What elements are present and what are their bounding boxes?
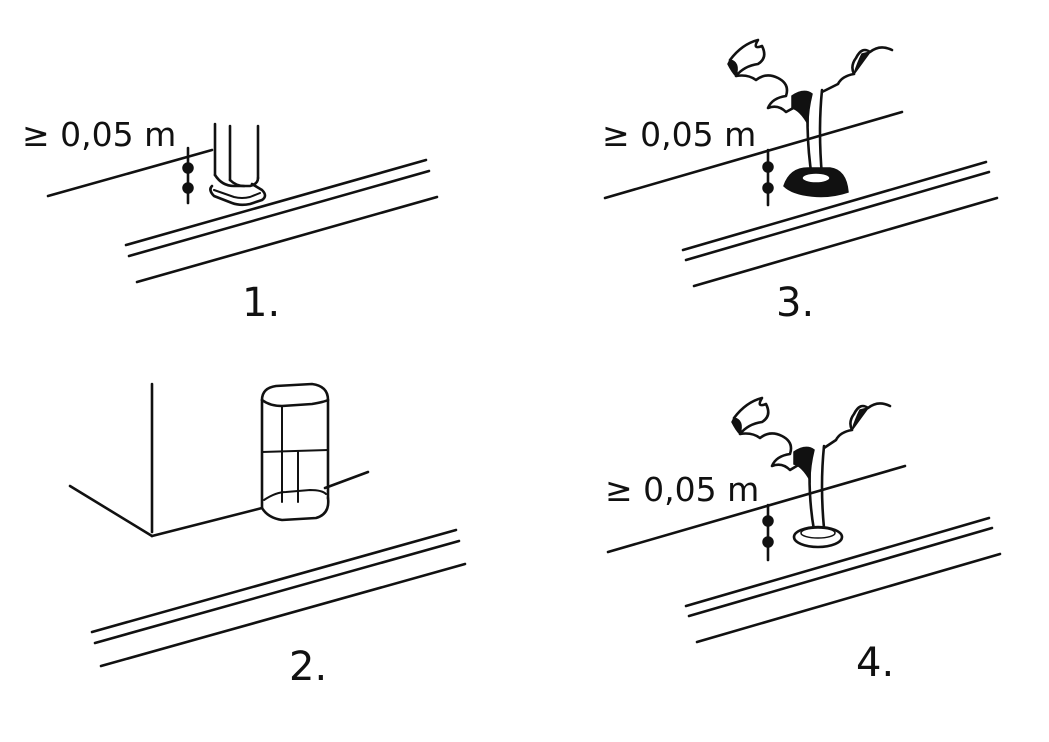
clearance-marker bbox=[762, 148, 774, 207]
plant-dish bbox=[783, 167, 849, 198]
clearance-marker bbox=[762, 503, 774, 562]
panel-4: ≥ 0,05 m 4. bbox=[605, 396, 1002, 686]
plant bbox=[731, 396, 892, 532]
floor-line bbox=[46, 148, 214, 198]
panel-number: 3. bbox=[776, 280, 814, 326]
floor-line bbox=[606, 464, 907, 554]
clearance-label: ≥ 0,05 m bbox=[22, 115, 176, 154]
panel-number: 1. bbox=[242, 280, 280, 326]
panel-number: 2. bbox=[289, 644, 327, 690]
clearance-label: ≥ 0,05 m bbox=[602, 115, 756, 154]
panel-1: ≥ 0,05 m 1. bbox=[22, 115, 439, 326]
furniture-leg bbox=[213, 122, 260, 188]
floor-line bbox=[603, 110, 904, 200]
clearance-marker bbox=[182, 146, 194, 205]
plant-dish bbox=[792, 525, 844, 549]
floor-edge-lines bbox=[124, 158, 439, 284]
floor-pad bbox=[209, 182, 267, 207]
floor-edge-lines bbox=[90, 528, 467, 668]
wall-block bbox=[260, 382, 330, 522]
wall-corner bbox=[68, 382, 370, 538]
plant bbox=[727, 38, 894, 180]
floor-edge-lines bbox=[684, 516, 1002, 644]
panel-number: 4. bbox=[856, 640, 894, 686]
panel-2: 2. bbox=[68, 382, 467, 690]
floor-edge-lines bbox=[681, 160, 999, 288]
panel-3: ≥ 0,05 m 3. bbox=[602, 38, 999, 326]
clearance-label: ≥ 0,05 m bbox=[605, 470, 759, 509]
